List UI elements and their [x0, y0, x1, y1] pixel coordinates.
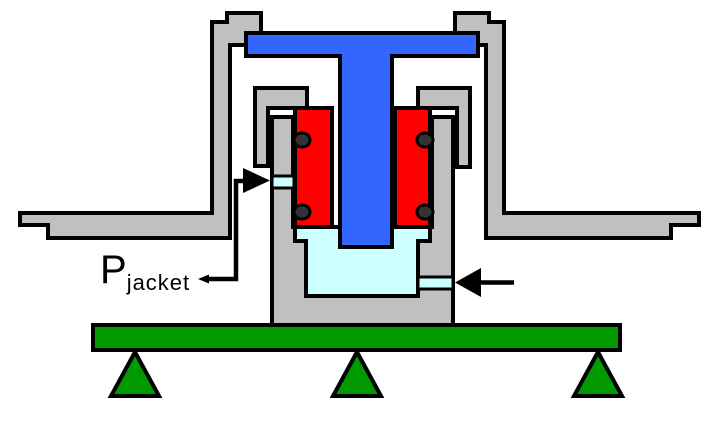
fluid-chamber	[293, 225, 432, 298]
left-yoke-flange	[18, 11, 263, 240]
right-pointing-arrow-icon	[243, 168, 270, 193]
packing-bolt-left-top	[292, 131, 312, 149]
p-jacket-label-main: P	[100, 248, 127, 292]
packing-bolt-left-bottom	[292, 203, 312, 221]
p-jacket-leader-tail-icon	[198, 274, 209, 284]
p-jacket-label: Pjacket	[100, 248, 190, 295]
stem-plunger	[244, 31, 480, 249]
support-triangle-left	[107, 347, 163, 398]
support-triangle-middle	[329, 347, 385, 398]
right-jacket-port	[416, 275, 455, 291]
right-yoke-flange	[453, 11, 701, 240]
support-triangle-right	[570, 347, 626, 398]
packing-bolt-right-top	[415, 131, 435, 149]
left-pointing-arrow-icon	[455, 268, 481, 297]
p-jacket-label-subscript: jacket	[126, 270, 191, 295]
packing-bolt-right-bottom	[415, 203, 435, 221]
left-jacket-port	[270, 174, 296, 190]
p-jacket-leader-line	[204, 178, 244, 282]
base-beam	[91, 323, 622, 352]
